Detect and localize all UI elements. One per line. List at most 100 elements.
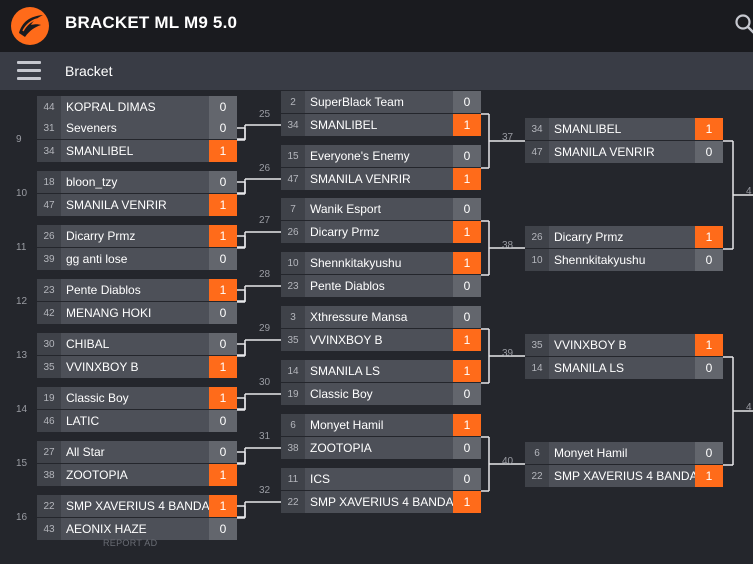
team-name: bloon_tzy (66, 175, 118, 189)
team-seed: 6 (525, 442, 549, 464)
team-score: 1 (453, 114, 481, 136)
team-score: 0 (453, 306, 481, 328)
team-name: SMANLIBEL (66, 144, 134, 158)
team-seed: 14 (525, 357, 549, 379)
team-seed: 18 (37, 171, 61, 193)
team-name: SuperBlack Team (310, 95, 404, 109)
team-name: Everyone's Enemy (310, 149, 410, 163)
team-score: 0 (695, 357, 723, 379)
match-number: 14 (16, 404, 28, 415)
match-number: 30 (259, 377, 271, 388)
hamburger-menu-icon[interactable] (17, 61, 41, 81)
team-name: Shennkitakyushu (310, 256, 402, 270)
team-name: Dicarry Prmz (310, 225, 380, 239)
team-score: 1 (209, 194, 237, 216)
report-ad-link[interactable]: REPORT AD (103, 538, 158, 548)
team-score: 0 (695, 141, 723, 163)
team-name: Monyet Hamil (310, 418, 384, 432)
match-number: 32 (259, 485, 271, 496)
team-seed: 43 (37, 518, 61, 540)
team-name: Classic Boy (66, 391, 129, 405)
search-icon[interactable] (733, 12, 753, 36)
brand-logo-icon[interactable] (10, 6, 50, 46)
team-score: 0 (209, 441, 237, 463)
team-seed: 7 (281, 198, 305, 220)
team-score: 0 (695, 442, 723, 464)
match-number: 38 (502, 240, 514, 251)
team-name: Seveners (66, 121, 117, 135)
team-name: Pente Diablos (66, 283, 141, 297)
team-seed: 23 (37, 279, 61, 301)
match-number: 28 (259, 269, 271, 280)
team-score: 0 (453, 145, 481, 167)
match-number: 25 (259, 109, 271, 120)
team-seed: 38 (281, 437, 305, 459)
team-name: Classic Boy (310, 387, 373, 401)
team-name: SMANILA VENRIR (310, 172, 411, 186)
